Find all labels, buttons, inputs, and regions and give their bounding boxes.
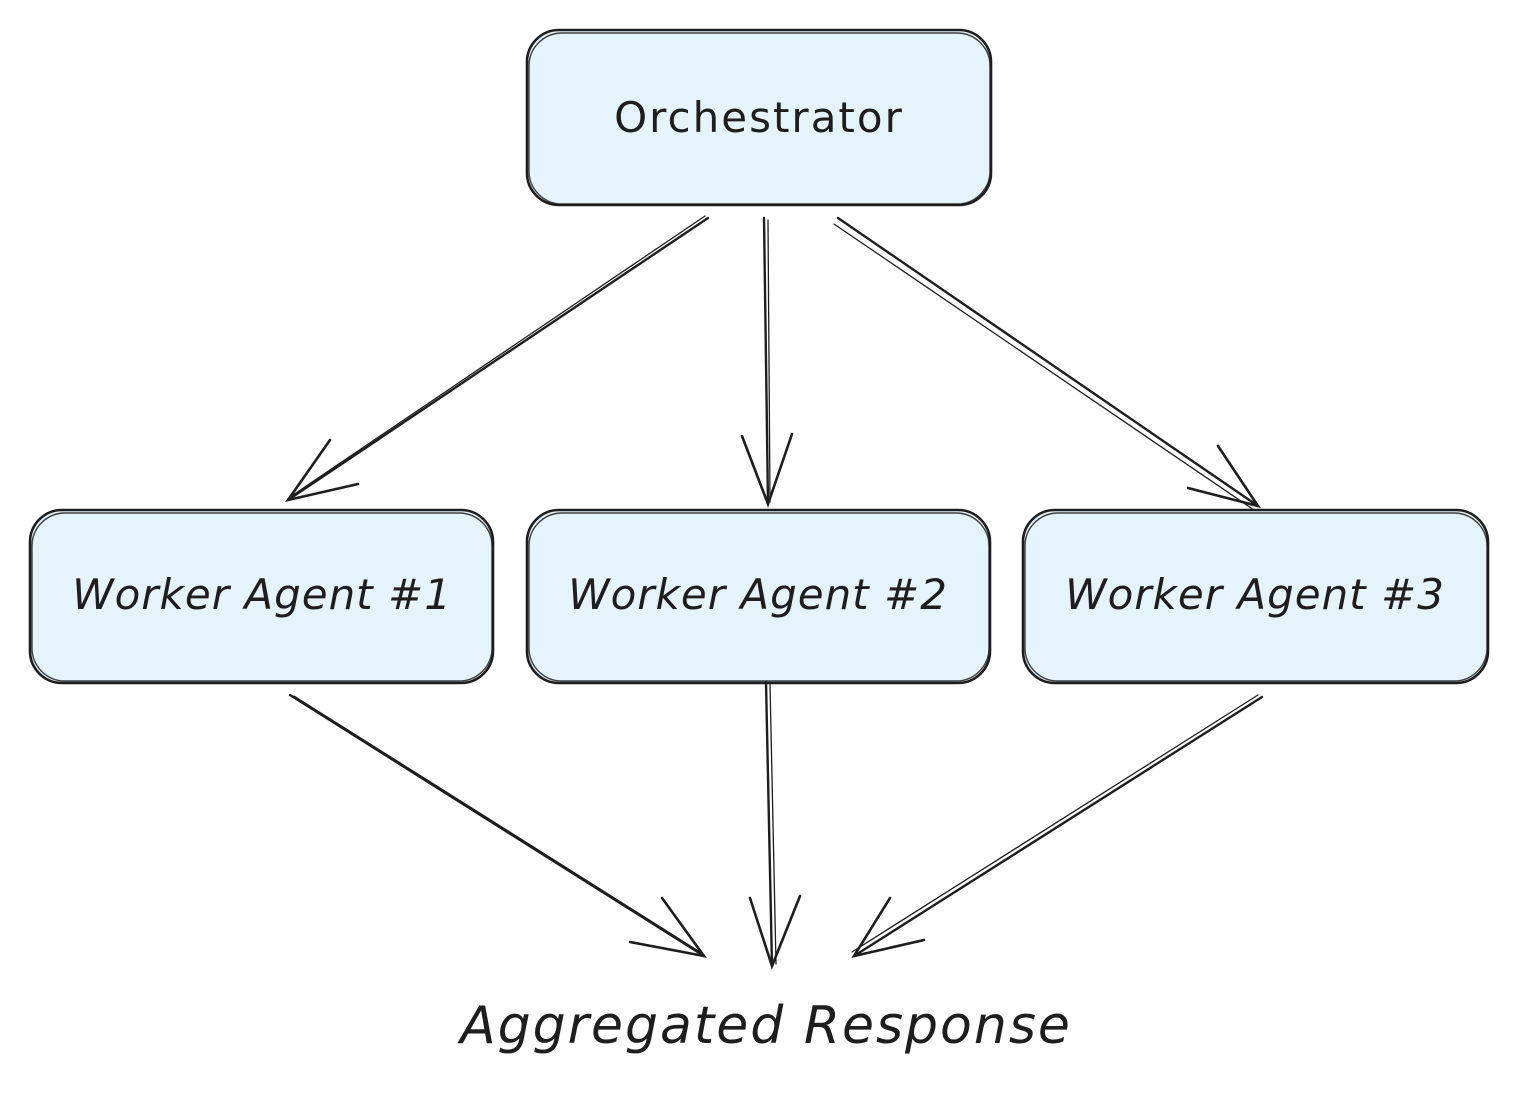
arrow-worker-2-to-response [748, 680, 802, 970]
worker-agent-1-label: Worker Agent #1 [72, 570, 452, 619]
aggregated-response-label: Aggregated Response [457, 996, 1072, 1056]
worker-agent-3-node[interactable]: Worker Agent #3 [1021, 508, 1490, 685]
orchestrator-node[interactable]: Orchestrator [525, 28, 993, 207]
arrow-orchestrator-to-worker-2 [740, 216, 794, 508]
worker-agent-2-node[interactable]: Worker Agent #2 [525, 508, 992, 685]
arrow-orchestrator-to-worker-1 [284, 215, 710, 503]
arrow-orchestrator-to-worker-3 [833, 216, 1261, 511]
worker-agent-3-label: Worker Agent #3 [1065, 570, 1445, 619]
orchestrator-label: Orchestrator [614, 93, 904, 142]
worker-agent-1-node[interactable]: Worker Agent #1 [28, 508, 495, 685]
arrow-worker-3-to-response [851, 694, 1264, 958]
arrow-worker-1-to-response [288, 693, 707, 958]
worker-agent-2-label: Worker Agent #2 [568, 570, 948, 619]
